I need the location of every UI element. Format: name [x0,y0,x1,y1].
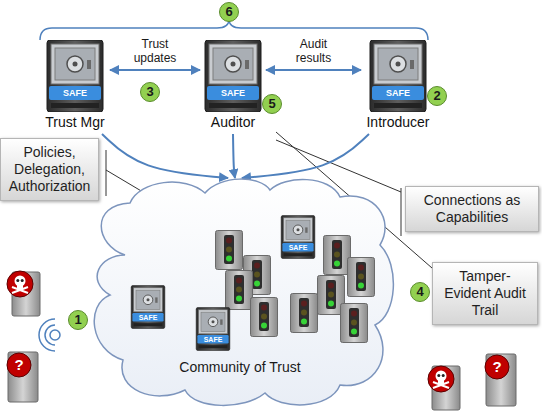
safe-server: SAFE Trust Mgr [42,40,108,132]
signal-rings [39,319,60,351]
safe-label: SAFE [130,313,166,322]
safe-label: SAFE [63,86,87,100]
safe-server: SAFE [130,285,166,329]
group-bracket [40,19,428,40]
cloud-outline [94,179,393,405]
leader-line [106,150,107,196]
safe-server: SAFE Auditor [202,40,264,132]
unknown-server [485,354,516,406]
question-icon [485,355,509,379]
connector-arrow [266,69,361,71]
connector-arrow [110,69,200,71]
safe-label: SAFE [195,335,231,344]
server-icon [45,40,105,112]
safe-label: SAFE [280,243,316,252]
edge-label: Audit results [286,37,342,65]
server-icon [203,40,263,112]
untrusted-server [428,366,460,410]
server-icon [341,304,368,343]
server-caption: Introducer [366,113,429,131]
connector-arrow [242,134,369,178]
server-body [8,352,38,402]
callout-number: 6 [219,2,239,22]
server-icon [216,231,243,270]
safe-label: SAFE [221,86,245,100]
safe-server: SAFE Introducer [363,40,433,132]
edge-label: Trust updates [127,37,183,65]
safe-server: SAFE [195,307,231,351]
question-icon [7,353,31,377]
connector-arrow [102,134,228,178]
server-icon [368,40,428,112]
box-text: Policies, Delegation, Authorization [6,144,93,195]
callout-number: 3 [140,82,160,102]
safe-label: SAFE [386,86,410,100]
box-text: Connections as Capabilities [411,192,533,226]
callout-number: 2 [427,86,447,106]
callout-number: 4 [410,282,430,302]
unknown-server [7,352,38,402]
server-icon [130,285,166,329]
safe-server: SAFE [280,215,316,259]
server-icon [226,271,253,310]
leader-line [401,188,402,236]
server-caption: Auditor [211,113,255,131]
server-caption: Trust Mgr [45,113,104,131]
note-box: Tamper-Evident Audit Trail [432,262,538,325]
question-mark: ? [9,356,29,374]
skull-icon [7,271,33,297]
server-icon [324,236,351,275]
note-box: Connections as Capabilities [405,186,539,232]
server-body [486,354,516,406]
server-icon [291,294,318,333]
server-icon [280,215,316,259]
trust-cloud: Community of Trust SAFE SAFE SAFE [85,175,397,407]
cloud-caption: Community of Trust [145,359,335,376]
server-icon [348,258,375,297]
question-mark: ? [487,358,507,376]
server-icon [251,298,278,337]
callout-number: 1 [68,310,88,330]
box-text: Tamper-Evident Audit Trail [438,268,532,319]
note-box: Policies, Delegation, Authorization [0,138,99,201]
server-icon [195,307,231,351]
ring [45,325,55,345]
untrusted-server [7,271,40,316]
callout-number: 5 [262,94,282,114]
connector-arrow [233,134,235,178]
ring [39,319,55,351]
skull-icon [428,366,454,392]
ring [50,330,60,340]
